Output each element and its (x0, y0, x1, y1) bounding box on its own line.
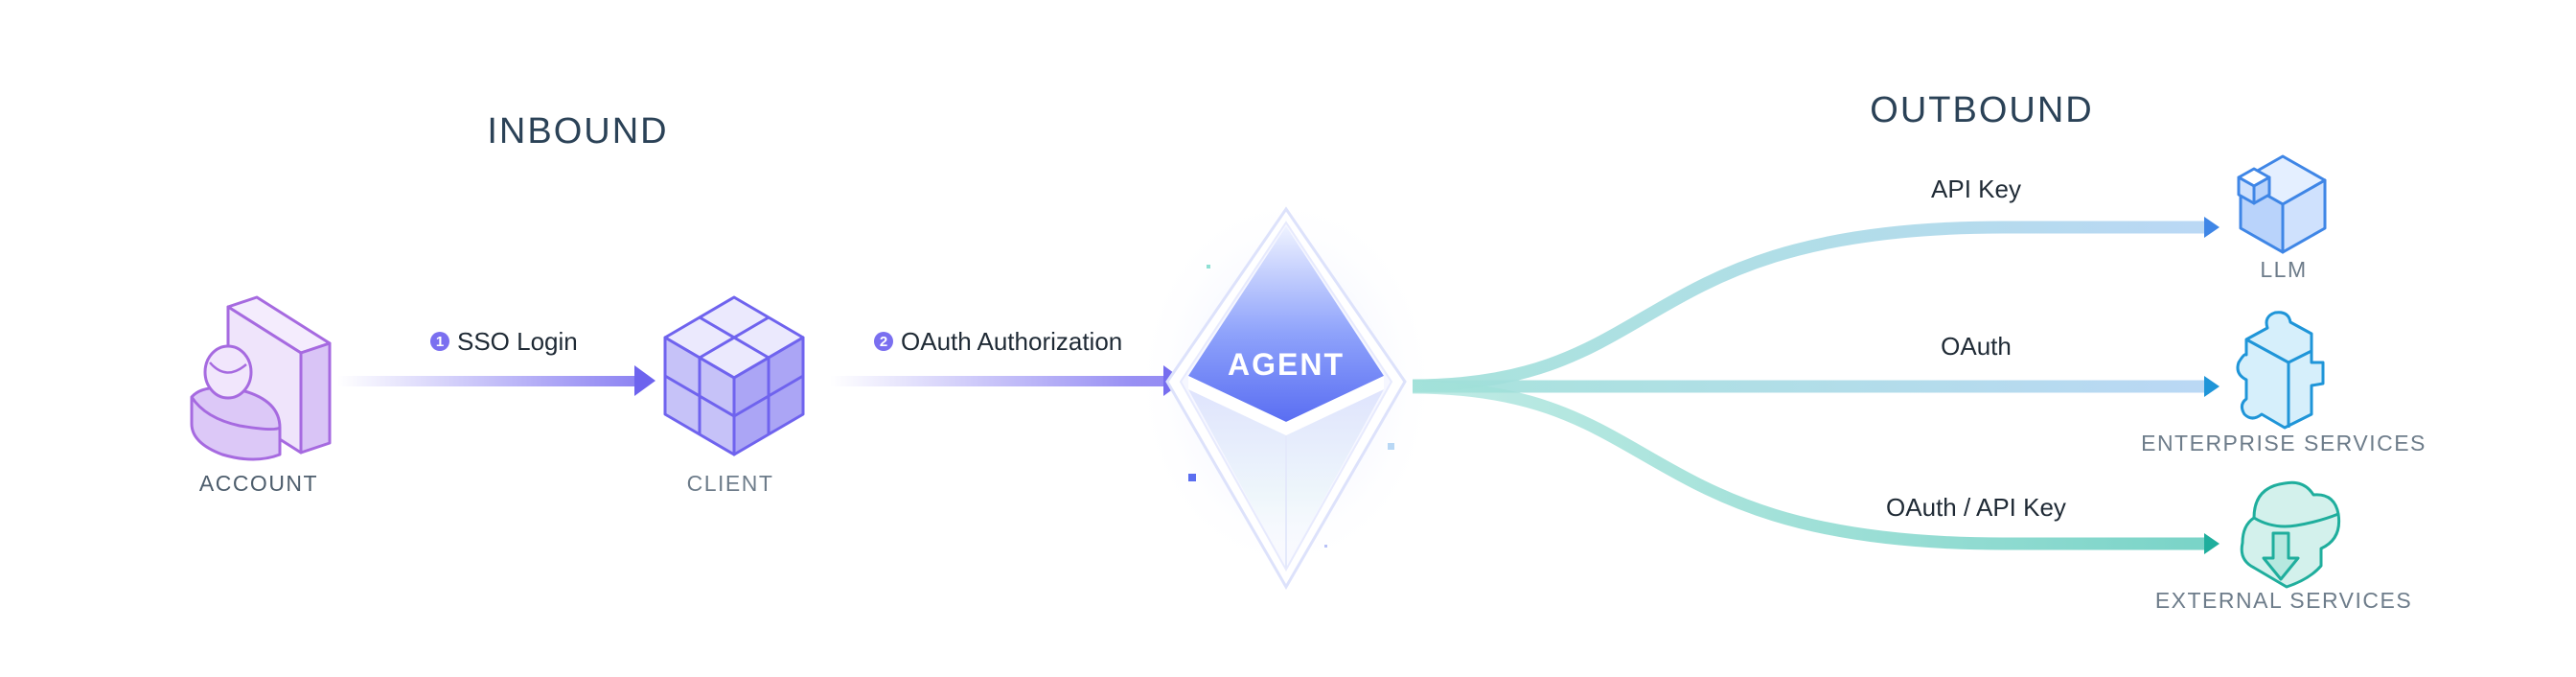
outbound-connections (1412, 217, 2220, 554)
step-1-number: 1 (436, 334, 444, 350)
external-services-label: EXTERNAL SERVICES (2155, 588, 2412, 613)
user-icon (190, 295, 332, 461)
client-label: CLIENT (687, 471, 774, 496)
enterprise-services-label: ENTERPRISE SERVICES (2141, 431, 2426, 455)
outbound-title: OUTBOUND (1870, 90, 2093, 130)
edge-label-api-key: API Key (1931, 175, 2021, 203)
llm-label: LLM (2260, 257, 2307, 282)
puzzle-icon (2236, 311, 2325, 430)
sso-login-arrow (337, 365, 656, 396)
oauth-authorization-label: OAuth Authorization (901, 327, 1122, 356)
cube-icon (663, 295, 805, 456)
oauth-authorization-arrow (830, 365, 1184, 396)
step-2-badge (874, 332, 893, 351)
step-2-number: 2 (880, 334, 887, 350)
step-1-badge (430, 332, 449, 351)
edge-label-oauth: OAuth (1941, 332, 2012, 361)
inbound-title: INBOUND (487, 111, 668, 152)
diamond-crystal-icon (1133, 192, 1439, 590)
account-label: ACCOUNT (199, 471, 318, 496)
cloud-icon (2240, 480, 2341, 589)
sso-login-label: SSO Login (457, 327, 578, 356)
isometric-cube-icon (2237, 154, 2327, 254)
edge-label-oauth-api-key: OAuth / API Key (1886, 493, 2066, 522)
agent-label: AGENT (1228, 347, 1345, 382)
